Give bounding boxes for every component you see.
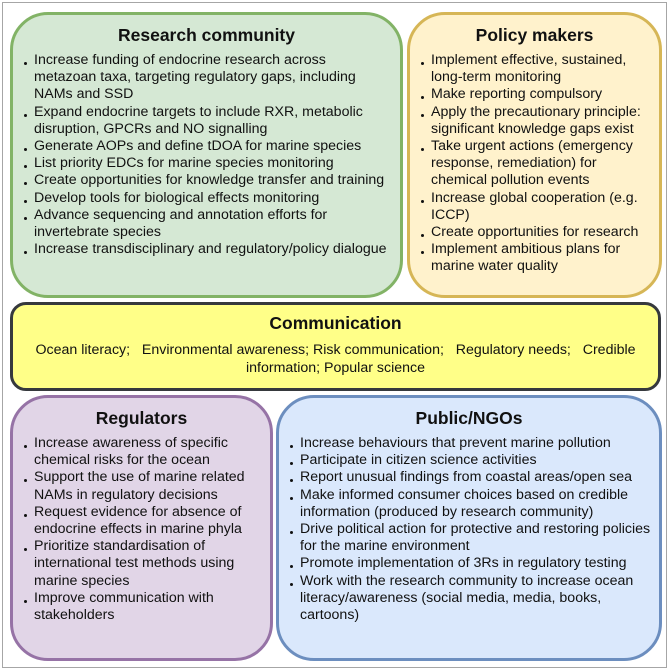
regulators-title: Regulators: [95, 408, 188, 428]
policy-makers-title: Policy makers: [475, 25, 594, 45]
list-item: Increase funding of endocrine research a…: [24, 52, 392, 104]
list-item: Participate in citizen science activitie…: [290, 452, 651, 469]
list-item: Promote implementation of 3Rs in regulat…: [290, 555, 651, 572]
policy-makers-list: Implement effective, sustained, long-ter…: [410, 52, 659, 276]
public-ngos-list: Increase behaviours that prevent marine …: [279, 435, 659, 624]
research-community-list: Increase funding of endocrine research a…: [13, 52, 400, 258]
list-item: Make reporting compulsory: [421, 86, 651, 103]
list-item: Expand endocrine targets to include RXR,…: [24, 104, 392, 138]
list-item: List priority EDCs for marine species mo…: [24, 155, 392, 172]
list-item: Implement ambitious plans for marine wat…: [421, 241, 651, 275]
list-item: Develop tools for biological effects mon…: [24, 190, 392, 207]
communication-box: Communication Ocean literacy; Environmen…: [10, 302, 661, 391]
research-community-title: Research community: [117, 25, 295, 45]
list-item: Apply the precautionary principle: signi…: [421, 104, 651, 138]
list-item: Drive political action for protective an…: [290, 521, 651, 555]
communication-title: Communication: [269, 313, 402, 333]
list-item: Request evidence for absence of endocrin…: [24, 504, 262, 538]
list-item: Implement effective, sustained, long-ter…: [421, 52, 651, 86]
list-item: Make informed consumer choices based on …: [290, 487, 651, 521]
list-item: Create opportunities for research: [421, 224, 651, 241]
list-item: Support the use of marine related NAMs i…: [24, 469, 262, 503]
list-item: Report unusual findings from coastal are…: [290, 469, 651, 486]
list-item: Generate AOPs and define tDOA for marine…: [24, 138, 392, 155]
list-item: Increase global cooperation (e.g. ICCP): [421, 190, 651, 224]
public-ngos-box: Public/NGOs Increase behaviours that pre…: [276, 395, 662, 661]
policy-makers-box: Policy makers Implement effective, susta…: [407, 12, 662, 298]
regulators-box: Regulators Increase awareness of specifi…: [10, 395, 273, 661]
research-community-box: Research community Increase funding of e…: [10, 12, 403, 298]
list-item: Prioritize standardisation of internatio…: [24, 538, 262, 590]
list-item: Advance sequencing and annotation effort…: [24, 207, 392, 241]
list-item: Take urgent actions (emergency response,…: [421, 138, 651, 190]
public-ngos-title: Public/NGOs: [415, 408, 523, 428]
list-item: Create opportunities for knowledge trans…: [24, 172, 392, 189]
list-item: Increase awareness of specific chemical …: [24, 435, 262, 469]
communication-text: Ocean literacy; Environmental awareness;…: [35, 342, 640, 376]
list-item: Increase behaviours that prevent marine …: [290, 435, 651, 452]
list-item: Increase transdisciplinary and regulator…: [24, 241, 392, 258]
list-item: Improve communication with stakeholders: [24, 590, 262, 624]
list-item: Work with the research community to incr…: [290, 573, 651, 625]
regulators-list: Increase awareness of specific chemical …: [13, 435, 270, 624]
